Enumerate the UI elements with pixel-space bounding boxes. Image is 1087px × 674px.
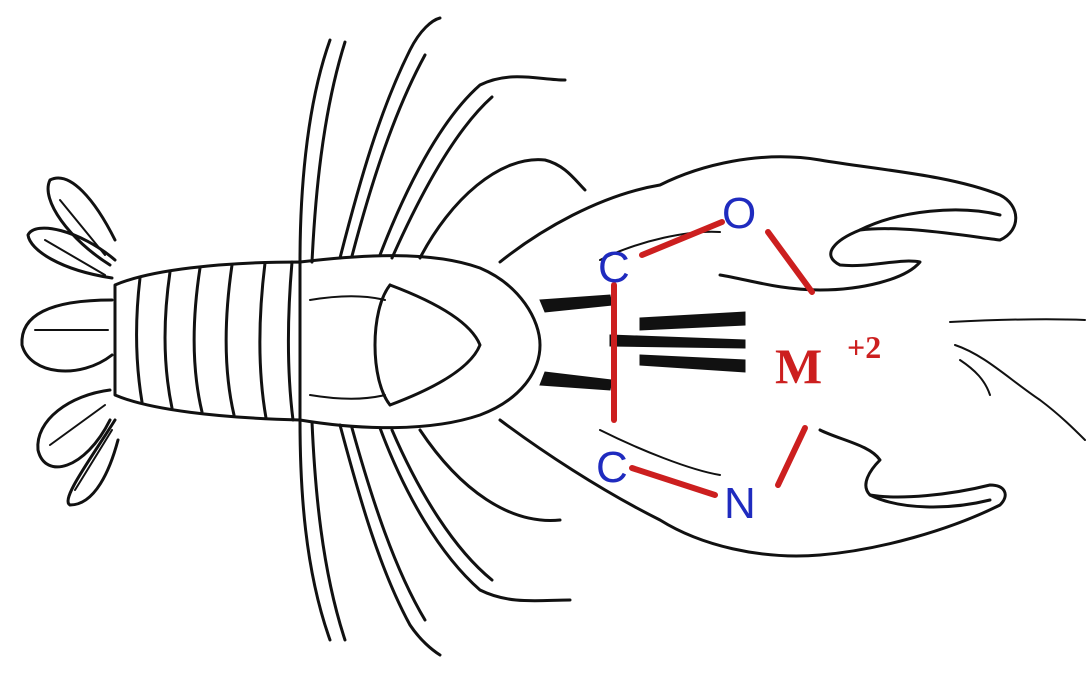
antennae — [950, 319, 1085, 440]
metal-symbol: M — [775, 338, 822, 394]
atom-o: O — [722, 189, 756, 238]
atom-c-bottom: C — [596, 443, 628, 492]
carapace — [300, 256, 745, 428]
atom-c-top: C — [598, 243, 630, 292]
tail-fan — [22, 178, 118, 505]
walking-legs-top — [300, 18, 585, 262]
bond-c1-o — [642, 222, 722, 255]
bond-o-metal — [768, 232, 812, 292]
upper-claw — [500, 157, 1016, 290]
metal-ion: M +2 — [775, 329, 881, 394]
bond-n-metal — [778, 428, 805, 485]
crayfish-drawing — [22, 18, 1085, 655]
metal-charge: +2 — [847, 329, 881, 365]
abdomen — [115, 262, 300, 420]
atom-n: N — [724, 479, 756, 528]
walking-legs-bottom — [300, 420, 570, 655]
